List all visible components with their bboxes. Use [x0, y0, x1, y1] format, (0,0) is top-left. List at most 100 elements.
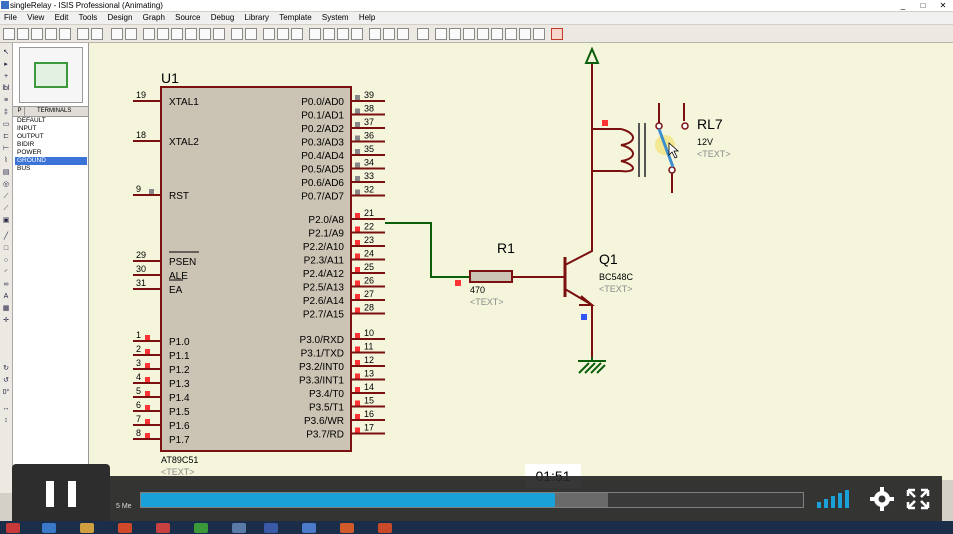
wire-label-icon[interactable]: lbl — [2, 85, 10, 92]
wire-autorouter-icon[interactable] — [435, 28, 447, 40]
close-button[interactable]: ✕ — [939, 1, 947, 10]
search-tag-icon[interactable] — [449, 28, 461, 40]
rotation-angle-icon[interactable]: 0° — [2, 389, 10, 396]
relay-switch-arm[interactable] — [657, 128, 675, 168]
make-device-icon[interactable] — [383, 28, 395, 40]
rotate-cw-icon[interactable]: ↻ — [3, 365, 9, 372]
start-icon[interactable] — [6, 523, 20, 533]
power-terminal-arrow[interactable] — [584, 46, 600, 64]
menu-edit[interactable]: Edit — [54, 13, 69, 22]
zoom-in-icon[interactable] — [171, 28, 183, 40]
fullscreen-icon[interactable] — [904, 486, 932, 512]
chrome-icon[interactable] — [194, 523, 208, 533]
junction-dot-icon[interactable]: + — [3, 73, 9, 80]
menu-system[interactable]: System — [321, 13, 349, 22]
menu-graph[interactable]: Graph — [142, 13, 165, 22]
menu-design[interactable]: Design — [107, 13, 133, 22]
selection-mode-icon[interactable]: ↖ — [3, 49, 9, 56]
bill-of-materials-icon[interactable] — [519, 28, 531, 40]
netlist-to-ares-icon[interactable] — [551, 28, 563, 40]
export-icon[interactable] — [59, 28, 71, 40]
menu-debug[interactable]: Debug — [210, 13, 235, 22]
u1-body[interactable] — [160, 86, 352, 452]
generator-icon[interactable]: ◎ — [2, 181, 10, 188]
save-file-icon[interactable] — [31, 28, 43, 40]
property-assign-icon[interactable] — [463, 28, 475, 40]
path-2d-icon[interactable]: ∞ — [3, 281, 9, 288]
relay-coil-winding[interactable] — [620, 128, 634, 173]
pick-button[interactable]: P — [15, 107, 25, 116]
terminal-item[interactable]: POWER — [17, 149, 42, 156]
schematic-drawing[interactable]: U1 AT89C51 <TEXT> 19XTAL118XTAL29RST29PS… — [89, 43, 953, 480]
ground-symbol[interactable] — [578, 357, 606, 362]
tape-recorder-icon[interactable]: ▤ — [2, 169, 10, 176]
arc-2d-icon[interactable]: ◜ — [4, 269, 8, 276]
app2-icon[interactable] — [302, 523, 316, 533]
zoom-out-icon[interactable] — [185, 28, 197, 40]
device-pins-icon[interactable]: ⊢ — [2, 145, 10, 152]
marker-2d-icon[interactable]: ✛ — [3, 317, 9, 324]
graph-mode-icon[interactable]: ⌇ — [4, 157, 8, 164]
redo-icon[interactable] — [245, 28, 257, 40]
r1-body[interactable] — [469, 270, 513, 283]
terminals-mode-icon[interactable]: ⊏ — [3, 133, 9, 140]
menu-view[interactable]: View — [27, 13, 45, 22]
text-2d-icon[interactable]: A — [3, 293, 9, 300]
menu-file[interactable]: File — [4, 13, 17, 22]
minimize-button[interactable]: _ — [900, 1, 906, 10]
current-probe-icon[interactable]: ⟋ — [3, 205, 9, 212]
grid-icon[interactable] — [125, 28, 137, 40]
isis-taskbar-icon[interactable] — [264, 523, 278, 533]
print-icon[interactable] — [77, 28, 89, 40]
new-sheet-icon[interactable] — [491, 28, 503, 40]
menu-library[interactable]: Library — [244, 13, 269, 22]
component-mode-icon[interactable]: ▸ — [4, 61, 8, 68]
pause-button[interactable] — [12, 464, 110, 524]
packaging-icon[interactable] — [397, 28, 409, 40]
line-2d-icon[interactable]: ╱ — [3, 233, 9, 240]
menu-template[interactable]: Template — [279, 13, 312, 22]
net-p20-to-r1[interactable] — [385, 222, 470, 278]
settings-gear-icon[interactable] — [868, 486, 896, 512]
zoom-all-icon[interactable] — [199, 28, 211, 40]
subcircuit-icon[interactable]: ▭ — [2, 121, 10, 128]
voltage-probe-icon[interactable]: ⟋ — [3, 193, 9, 200]
terminal-item[interactable]: BIDIR — [17, 141, 35, 148]
app4-icon[interactable] — [378, 523, 392, 533]
window-icon[interactable] — [232, 523, 246, 533]
text-script-icon[interactable]: ≡ — [3, 97, 9, 104]
open-file-icon[interactable] — [17, 28, 29, 40]
menu-help[interactable]: Help — [358, 13, 376, 22]
terminal-item-selected[interactable]: GROUND — [15, 157, 87, 165]
mirror-x-icon[interactable]: ↔ — [2, 405, 10, 412]
undo-icon[interactable] — [231, 28, 243, 40]
copy-icon[interactable] — [277, 28, 289, 40]
explorer-icon[interactable] — [80, 523, 94, 533]
origin-icon[interactable] — [143, 28, 155, 40]
zoom-area-icon[interactable] — [213, 28, 225, 40]
overview-window[interactable] — [19, 47, 83, 103]
block-delete-icon[interactable] — [351, 28, 363, 40]
symbol-2d-icon[interactable]: ▦ — [2, 305, 10, 312]
circle-2d-icon[interactable]: ○ — [3, 257, 9, 264]
menu-tools[interactable]: Tools — [78, 13, 98, 22]
terminal-item[interactable]: INPUT — [17, 125, 37, 132]
app3-icon[interactable] — [340, 523, 354, 533]
refresh-icon[interactable] — [111, 28, 123, 40]
terminal-item[interactable]: BUS — [17, 165, 31, 172]
progress-bar[interactable] — [140, 492, 804, 508]
cut-icon[interactable] — [263, 28, 275, 40]
buses-icon[interactable]: ‡ — [4, 109, 8, 116]
block-rotate-icon[interactable] — [337, 28, 349, 40]
terminal-item[interactable]: OUTPUT — [17, 133, 44, 140]
block-move-icon[interactable] — [323, 28, 335, 40]
import-icon[interactable] — [45, 28, 57, 40]
virtual-instruments-icon[interactable]: ▣ — [2, 217, 10, 224]
volume-icon[interactable] — [817, 490, 857, 508]
mirror-y-icon[interactable]: ↕ — [4, 417, 8, 424]
menu-source[interactable]: Source — [175, 13, 201, 22]
app-icon[interactable] — [156, 523, 170, 533]
media-icon[interactable] — [118, 523, 132, 533]
new-file-icon[interactable] — [3, 28, 15, 40]
